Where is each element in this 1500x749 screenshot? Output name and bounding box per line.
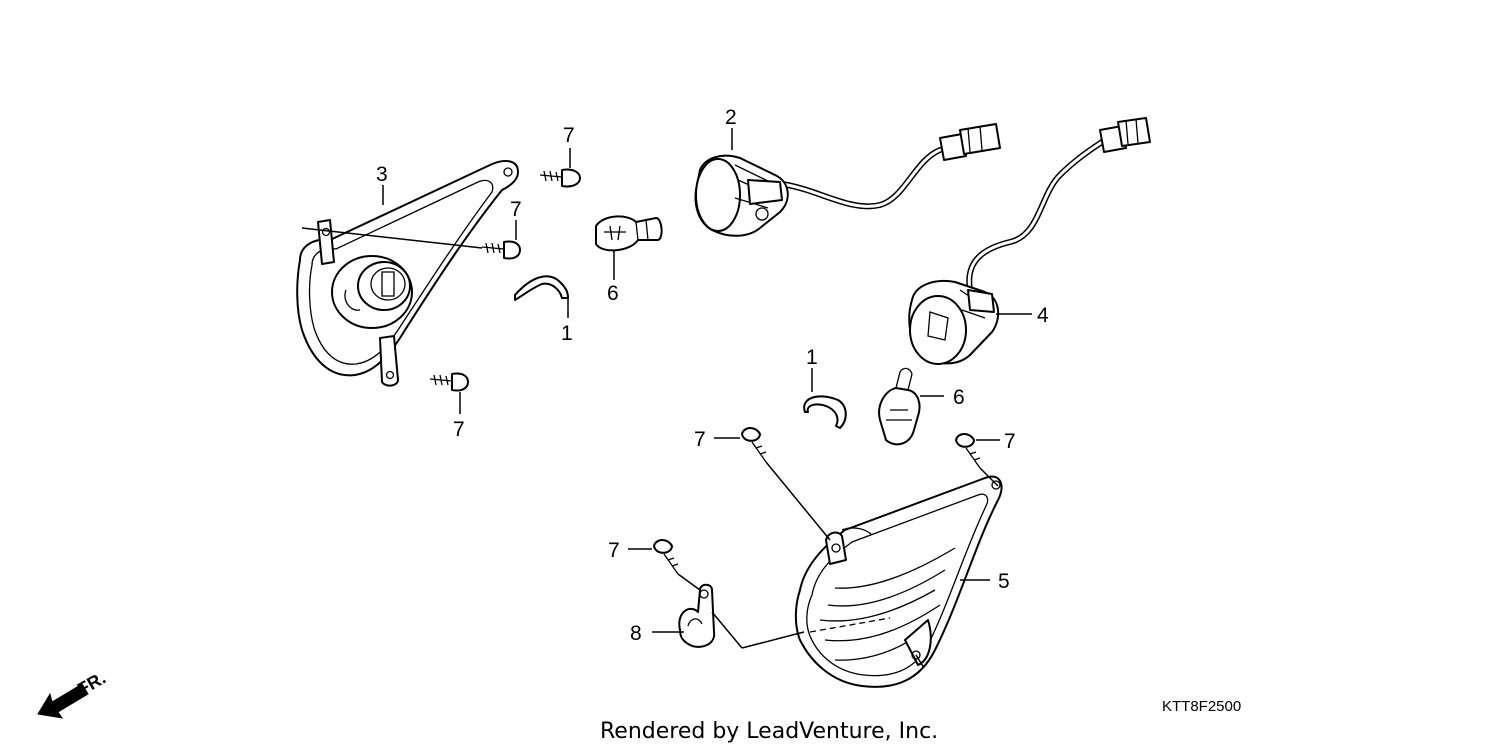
gasket-upper[interactable] — [514, 275, 569, 301]
screw-a[interactable] — [539, 168, 581, 188]
callout-1-upper: 1 — [561, 322, 573, 345]
lens-clip[interactable] — [678, 583, 716, 648]
callout-5: 5 — [998, 570, 1010, 593]
callout-8: 8 — [630, 622, 642, 645]
gasket-lower[interactable] — [803, 395, 847, 429]
lower-socket-with-wire[interactable] — [908, 117, 1151, 365]
callout-6-lower: 6 — [953, 386, 965, 409]
callout-3: 3 — [376, 163, 388, 186]
leader-lines — [301, 128, 1032, 669]
callout-4: 4 — [1037, 304, 1049, 327]
right-turn-signal-lens[interactable] — [794, 475, 1003, 688]
callout-7-mid-left: 7 — [510, 198, 522, 221]
bulb-lower[interactable] — [878, 367, 921, 446]
screw-f[interactable] — [653, 539, 679, 575]
callout-7-top: 7 — [563, 124, 575, 147]
callout-7-right: 7 — [1004, 430, 1016, 453]
diagram-code: KTT8F2500 — [1162, 698, 1241, 715]
bulb-upper[interactable] — [595, 215, 663, 252]
callout-7-center: 7 — [694, 428, 706, 451]
screw-e[interactable] — [955, 433, 981, 469]
callout-1-lower: 1 — [806, 346, 818, 369]
screw-b[interactable] — [481, 240, 521, 260]
screw-d[interactable] — [741, 427, 767, 463]
callout-7-bottom: 7 — [608, 539, 620, 562]
screw-c[interactable] — [429, 372, 469, 392]
left-turn-signal-housing[interactable] — [296, 159, 519, 387]
front-direction-arrow: FR. — [37, 668, 109, 719]
callout-6-upper: 6 — [607, 282, 619, 305]
upper-socket-with-wire[interactable] — [694, 123, 1001, 237]
callout-2: 2 — [725, 106, 737, 129]
footer-credit: Rendered by LeadVenture, Inc. — [600, 719, 938, 744]
callout-7-lower-left: 7 — [453, 418, 465, 441]
